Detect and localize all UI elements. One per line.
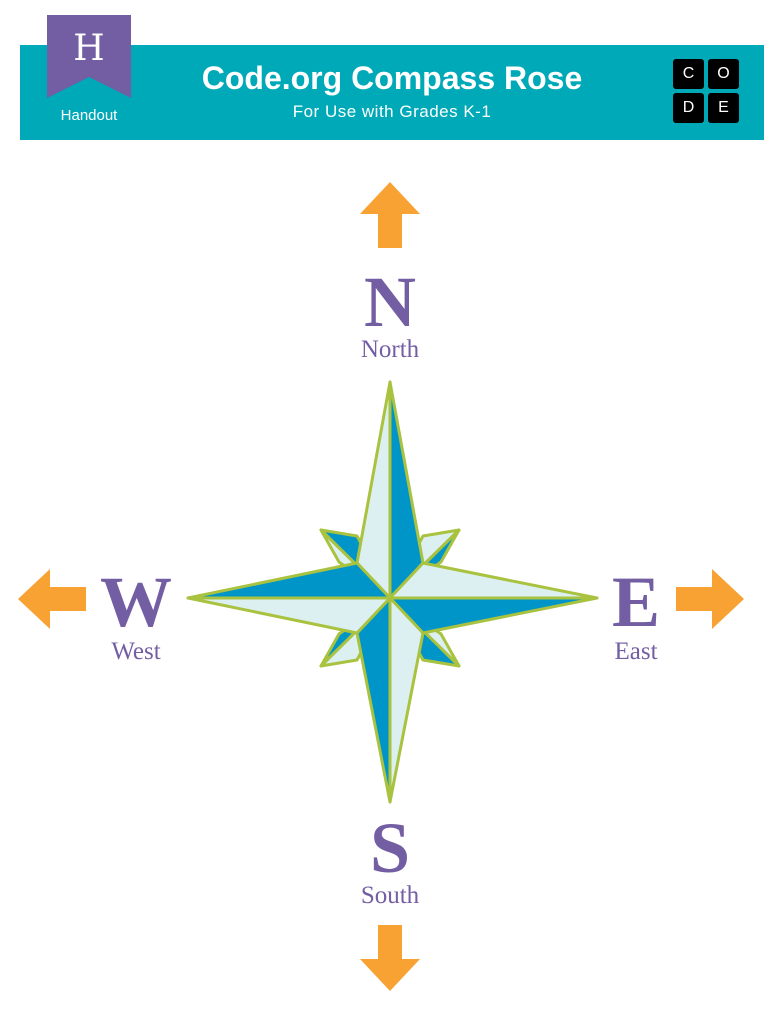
- logo-letter: E: [708, 93, 739, 123]
- north-letter: N: [364, 262, 416, 342]
- west-label: West: [111, 638, 161, 665]
- arrow-right-icon: [676, 568, 744, 630]
- header-bar: [20, 45, 764, 140]
- north-label: North: [360, 336, 420, 363]
- west-letter: W: [100, 562, 172, 642]
- badge-letter: H: [73, 28, 105, 69]
- logo-letter: O: [708, 59, 739, 89]
- page-subtitle: For Use with Grades K-1: [292, 102, 492, 121]
- code-logo: C O D E: [673, 59, 739, 123]
- east-label: East: [614, 638, 658, 665]
- arrow-up-icon: [358, 182, 422, 248]
- south-label: South: [360, 882, 420, 909]
- page-title: Code.org Compass Rose: [201, 60, 583, 96]
- east-letter: E: [611, 562, 661, 642]
- logo-letter: D: [673, 93, 704, 123]
- handout-badge-icon: H: [47, 15, 131, 98]
- south-letter: S: [369, 808, 411, 888]
- arrow-down-icon: [358, 925, 422, 991]
- arrow-left-icon: [18, 568, 86, 630]
- logo-letter: C: [673, 59, 704, 89]
- handout-label: Handout: [60, 107, 118, 124]
